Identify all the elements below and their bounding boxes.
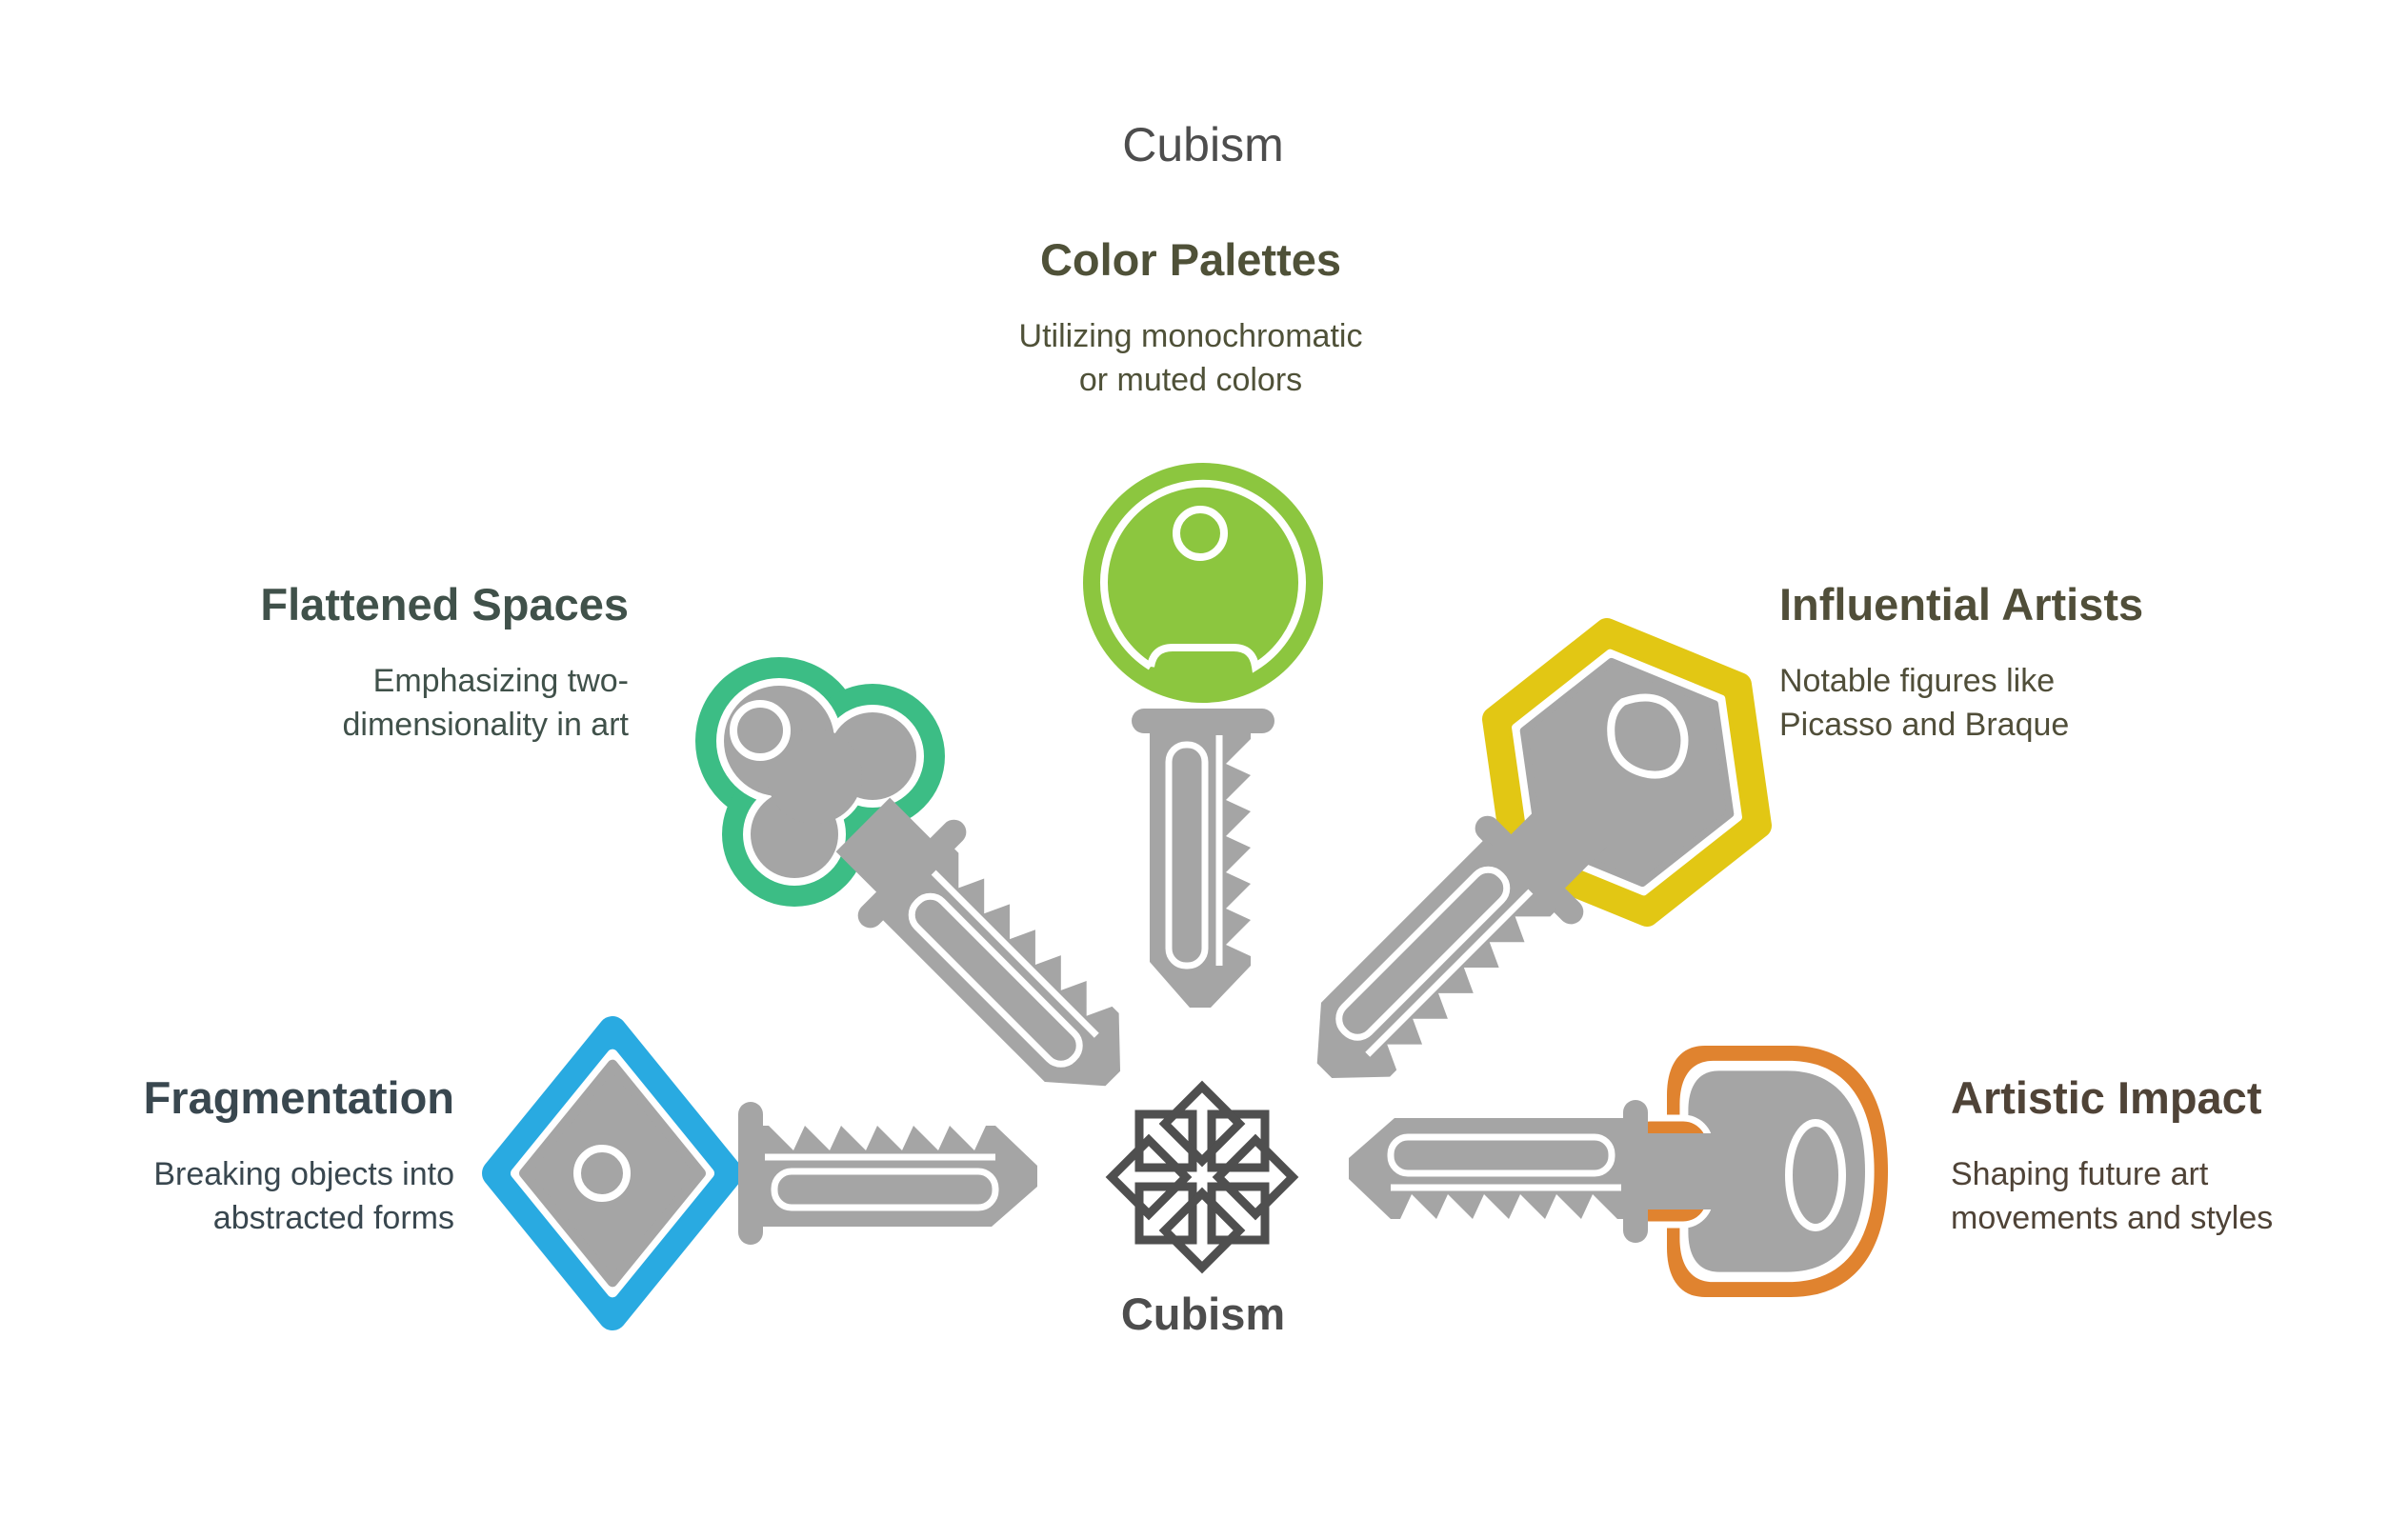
section-desc-line: Picasso and Braque <box>1779 707 2070 743</box>
section-title: Flattened Spaces <box>260 579 629 630</box>
center-label: Cubism <box>1120 1289 1286 1339</box>
key-shaft <box>1132 709 1274 1008</box>
hexagon-key-icon <box>1276 618 1772 1123</box>
section-influential-artists: Influential Artists Notable figures like… <box>1779 579 2275 747</box>
section-desc-line: Notable figures like <box>1779 663 2056 699</box>
key-shaft <box>1349 1100 1736 1243</box>
section-fragmentation: Fragmentation Breaking objects into abst… <box>26 1072 454 1240</box>
section-title: Artistic Impact <box>1951 1072 2262 1123</box>
cubism-star-icon <box>1105 1080 1299 1274</box>
section-title: Color Palettes <box>1039 234 1342 285</box>
section-desc-line: or muted colors <box>1078 362 1303 398</box>
section-desc-line: abstracted forms <box>212 1200 454 1236</box>
barrel-key-icon <box>1349 1046 1888 1297</box>
section-desc-line: Shaping future art <box>1951 1156 2209 1192</box>
key-shaft <box>1276 792 1607 1123</box>
section-title: Fragmentation <box>143 1072 454 1123</box>
section-desc-line: movements and styles <box>1951 1200 2274 1236</box>
section-title: Influential Artists <box>1779 579 2144 630</box>
diamond-key-icon <box>482 1016 1037 1330</box>
section-flattened-spaces: Flattened Spaces Emphasizing two- dimens… <box>152 579 629 747</box>
key-shaft <box>738 1102 1037 1245</box>
section-desc-line: Emphasizing two- <box>372 663 629 699</box>
section-artistic-impact: Artistic Impact Shaping future art movem… <box>1951 1072 2398 1240</box>
clover-key-icon <box>695 657 1165 1127</box>
section-desc-line: dimensionality in art <box>342 707 629 743</box>
section-desc-line: Breaking objects into <box>153 1156 454 1192</box>
page-title: Cubism <box>1122 118 1284 171</box>
key-shaft <box>835 797 1166 1128</box>
section-desc-line: Utilizing monochromatic <box>1018 318 1363 354</box>
round-key-icon <box>1083 463 1323 1008</box>
section-color-palettes: Color Palettes Utilizing monochromatic o… <box>905 234 1476 402</box>
